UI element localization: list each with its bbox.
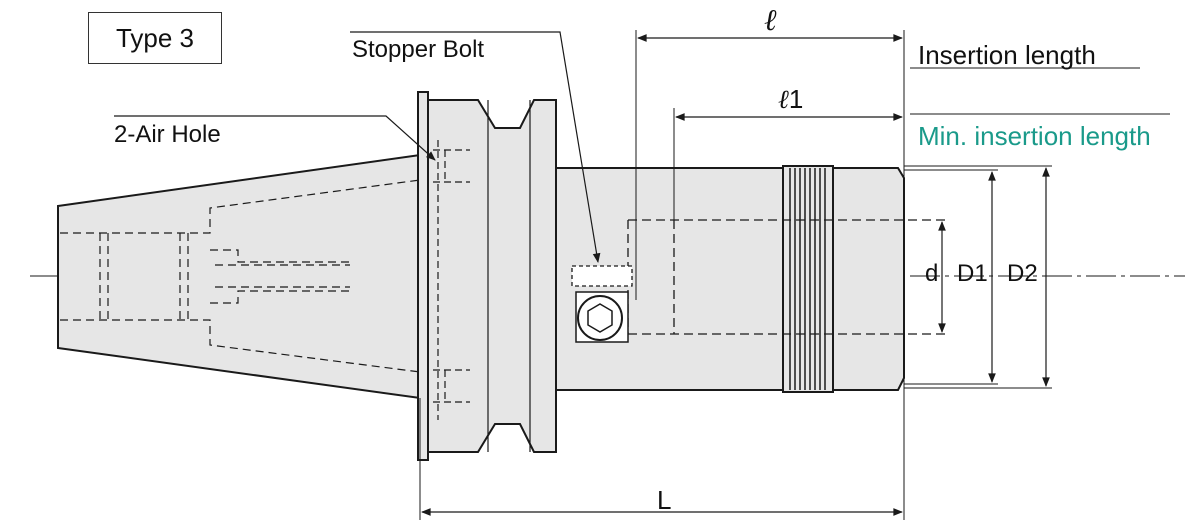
stopper-bolt-body <box>571 265 633 287</box>
bore-hidden-lines <box>627 219 948 335</box>
nose <box>832 167 905 391</box>
insertion-length-label: Insertion length <box>918 40 1096 70</box>
min-insertion-length-label: Min. insertion length <box>918 121 1151 151</box>
air-hole-hidden-lines <box>433 140 470 420</box>
hex-socket <box>587 303 613 333</box>
flange-groove-lines <box>487 100 531 452</box>
dim-d-label: d <box>925 260 939 287</box>
type-label-box: Type 3 <box>88 12 222 64</box>
air-hole-label: 2-Air Hole <box>114 121 221 148</box>
air-hole-leader <box>114 115 436 161</box>
flange-body <box>427 99 557 453</box>
stopper-bolt-label: Stopper Bolt <box>352 36 485 63</box>
taper-shank <box>57 153 421 400</box>
dim-D1-label: D1 <box>957 260 988 287</box>
dim-D2-label: D2 <box>1007 260 1038 287</box>
stopper-leader <box>350 31 601 263</box>
dim-ell-label: ℓ <box>764 3 777 38</box>
dim-ell1-index: 1 <box>788 84 804 114</box>
thread-lines <box>789 168 826 390</box>
type-label: Type 3 <box>115 22 195 53</box>
taper-hidden-lines <box>60 179 421 373</box>
dim-ell1-symbol: ℓ <box>778 85 789 115</box>
dim-L-label: L <box>657 485 672 515</box>
dim-ell1-label: ℓ1 <box>778 86 803 113</box>
